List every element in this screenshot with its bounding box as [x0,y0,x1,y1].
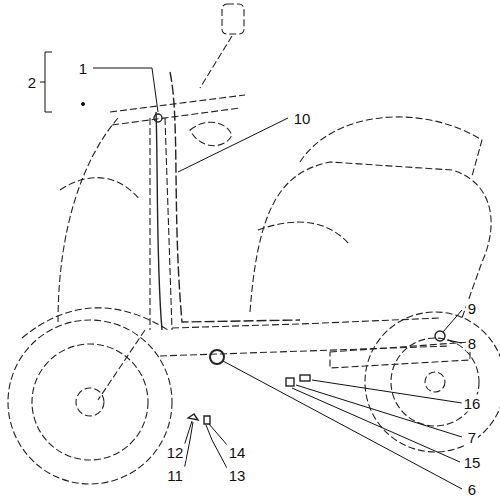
callout-number: 13 [227,467,248,484]
callout-number: 1 [77,60,89,77]
callout-number: 11 [165,467,185,484]
callout-number: 16 [462,395,483,412]
scooter-outline [8,4,500,484]
callout-number: 6 [466,481,478,498]
callout-number: 9 [466,300,478,317]
callout-number: 15 [462,454,483,471]
callout-number: 12 [165,444,186,461]
callout-number: 7 [466,429,478,446]
cables-and-parts [154,72,445,424]
callout-number: 2 [26,74,38,91]
callout-number: 10 [292,110,313,127]
leader-lines [40,52,462,489]
callout-number: 14 [227,444,248,461]
callout-number: 8 [466,335,478,352]
